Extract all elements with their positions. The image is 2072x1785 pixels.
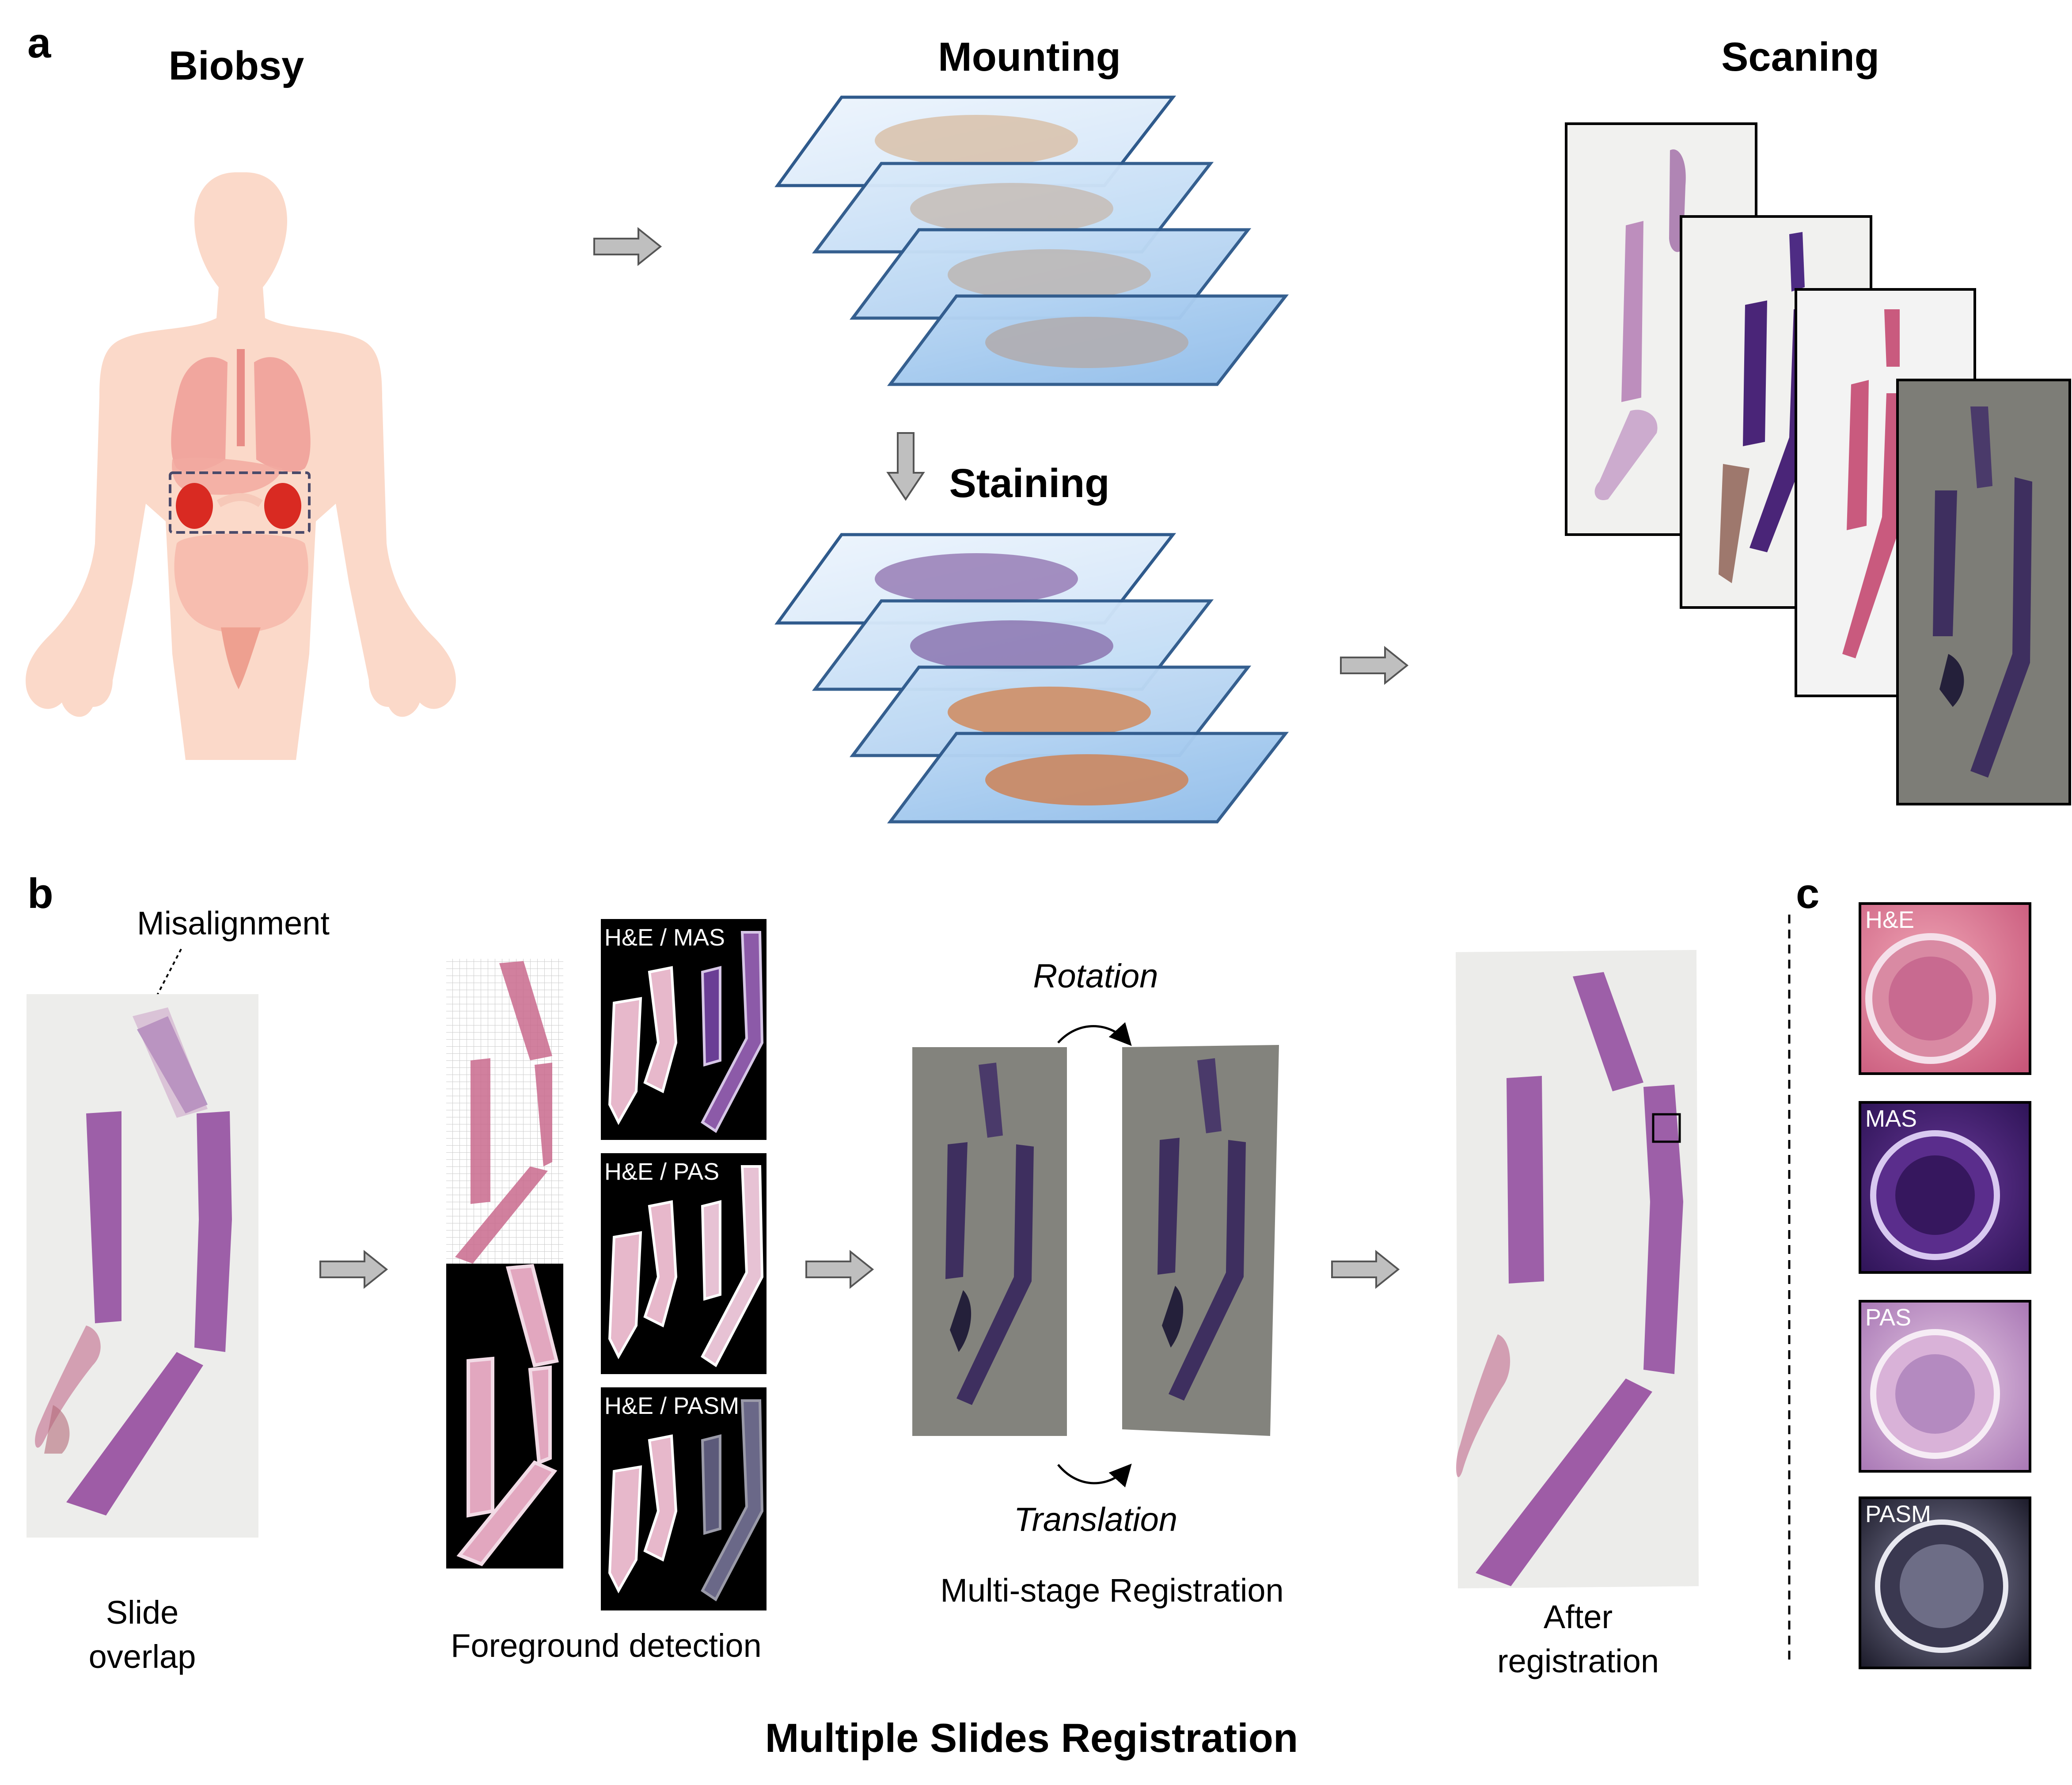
pair-label-he-pasm: H&E / PASM	[604, 1393, 739, 1419]
arrow-staining-to-scanning	[1340, 646, 1409, 685]
registration-before-image	[912, 1047, 1067, 1436]
scanning-title: Scaning	[1721, 34, 1879, 80]
stain-label-mas: MAS	[1865, 1105, 1917, 1132]
arrow-biopsy-to-mounting	[593, 227, 662, 266]
translation-label: Translation	[1014, 1501, 1177, 1538]
foreground-mask-image	[446, 1264, 563, 1569]
biopsy-title: Biobsy	[169, 43, 304, 88]
stain-label-pas: PAS	[1865, 1304, 1911, 1331]
pair-image-he-pasm: H&E / PASM	[601, 1387, 767, 1610]
stain-image-he: H&E	[1859, 902, 2031, 1075]
pair-image-he-mas: H&E / MAS	[601, 919, 767, 1140]
stain-image-pasm: PASM	[1859, 1496, 2031, 1669]
misalignment-label: Misalignment	[137, 905, 330, 942]
staining-title: Staining	[949, 461, 1110, 506]
panel-a-label: a	[27, 19, 51, 67]
arrow-foreground-to-registration	[805, 1250, 874, 1289]
multistage-registration-label: Multi-stage Registration	[940, 1572, 1283, 1609]
foreground-grid-image	[446, 959, 563, 1264]
pair-image-he-pas: H&E / PAS	[601, 1153, 767, 1374]
slide-overlap-label-line1: Slide	[106, 1594, 179, 1631]
staining-slide-stack	[774, 533, 1289, 824]
rotation-label: Rotation	[1033, 957, 1158, 995]
stain-label-pasm: PASM	[1865, 1501, 1931, 1527]
translation-arrow	[1057, 1463, 1132, 1488]
after-registration-image	[1456, 950, 1699, 1588]
scanned-slides-stack	[1565, 122, 2071, 805]
pair-label-he-pas: H&E / PAS	[604, 1158, 719, 1185]
foreground-detection-label: Foreground detection	[451, 1627, 761, 1664]
multiple-slides-registration-title: Multiple Slides Registration	[765, 1716, 1298, 1761]
panel-c-label: c	[1796, 870, 1819, 917]
stain-label-he: H&E	[1865, 907, 1914, 933]
arrow-registration-to-after	[1331, 1250, 1400, 1289]
arrow-mounting-to-staining	[886, 432, 925, 501]
slide-overlap-label-line2: overlap	[89, 1638, 196, 1675]
after-registration-label-line2: registration	[1497, 1643, 1659, 1679]
stain-image-pas: PAS	[1859, 1300, 2031, 1473]
registration-after-image	[1122, 1045, 1279, 1436]
pair-label-he-mas: H&E / MAS	[604, 924, 725, 951]
slide-overlap-image	[27, 994, 258, 1538]
human-body-illustration	[26, 172, 456, 760]
mounting-slide-stack	[774, 95, 1289, 386]
rotation-arrow	[1057, 1022, 1132, 1046]
mounting-title: Mounting	[938, 34, 1121, 80]
stain-image-mas: MAS	[1859, 1101, 2031, 1274]
panel-b-label: b	[27, 870, 53, 917]
after-registration-label-line1: After	[1544, 1599, 1613, 1635]
arrow-overlap-to-foreground	[319, 1250, 388, 1289]
